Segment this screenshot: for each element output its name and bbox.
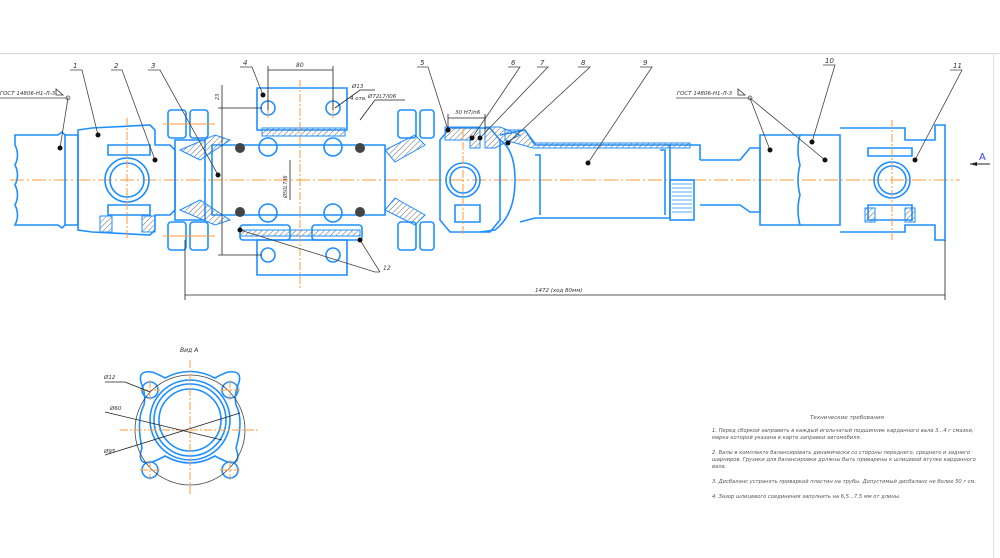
middle-flange bbox=[397, 109, 435, 251]
callout-6: 6 bbox=[511, 59, 516, 67]
weld-triangle-icon bbox=[55, 88, 65, 96]
right-yoke-hatch bbox=[864, 207, 916, 223]
callout-11: 11 bbox=[953, 62, 962, 70]
callout-7: 7 bbox=[540, 59, 545, 67]
weld-marker bbox=[65, 95, 71, 101]
technical-requirement-item: 4. Зазор шлицевого соединения заполнить … bbox=[712, 494, 901, 500]
callout-9: 9 bbox=[643, 59, 648, 67]
dimension-lines bbox=[184, 66, 946, 300]
left-yoke-hatch bbox=[99, 215, 156, 233]
intermediate-support bbox=[211, 87, 386, 276]
weld-annotation-right: ГОСТ 14806-Н1-Л-3 bbox=[677, 91, 733, 97]
technical-requirement-item: 1. Перед сборкой заправить в каждый игол… bbox=[712, 428, 974, 441]
weld-annotation-left: ГОСТ 14806-Н1-Л-3 bbox=[0, 91, 56, 97]
dim-seal-fit: 30 H7/n6 bbox=[455, 110, 481, 116]
support-hatch bbox=[178, 127, 426, 237]
leader-lines bbox=[0, 64, 963, 273]
weld-marker bbox=[747, 95, 753, 101]
section-arrowhead-icon bbox=[970, 162, 977, 166]
right-tube bbox=[700, 124, 946, 241]
view-a-dim-inner: Ø60 bbox=[109, 405, 122, 412]
technical-requirements: Технические требования 1. Перед сборкой … bbox=[712, 415, 982, 509]
view-a-title: Вид А bbox=[180, 347, 198, 354]
section-label-a: A bbox=[979, 152, 986, 163]
dim-bracket-spacing: 80 bbox=[296, 62, 304, 69]
weld-triangle-icon bbox=[737, 88, 747, 96]
callout-10: 10 bbox=[825, 57, 834, 65]
spline-teeth bbox=[672, 183, 692, 213]
dim-bracket-height: 23 bbox=[215, 94, 221, 100]
dim-overall-length: 1472 (ход 80мм) bbox=[535, 288, 583, 294]
callout-3: 3 bbox=[151, 62, 155, 70]
splined-sleeve-hatch bbox=[504, 129, 691, 149]
callout-8: 8 bbox=[581, 59, 586, 67]
callout-5: 5 bbox=[420, 59, 425, 67]
sheet-frame-right bbox=[993, 53, 994, 558]
technical-requirement-item: 3. Дисбаланс устранять приваркой пластин… bbox=[712, 479, 977, 485]
technical-requirement-item: 2. Валы в комплекте балансировать динами… bbox=[712, 450, 976, 470]
view-a-centerlines bbox=[120, 360, 260, 495]
sheet-frame-top bbox=[0, 53, 1000, 54]
callout-2: 2 bbox=[114, 62, 119, 70]
callout-4: 4 bbox=[243, 59, 247, 67]
dim-bolt-hole-count: 4 отв. bbox=[350, 96, 367, 102]
view-a-dim-bolt-circle: Ø95 bbox=[103, 448, 116, 455]
callout-1: 1 bbox=[73, 62, 77, 70]
dim-bearing-fit: Ø72L7/l06 bbox=[367, 93, 397, 100]
technical-requirements-title: Технические требования bbox=[809, 415, 885, 421]
dim-shaft-fit: Ø50L7/l6 bbox=[282, 175, 289, 199]
seal-rings bbox=[235, 143, 365, 217]
view-a-dim-leaders bbox=[104, 381, 241, 456]
view-a-dim-hole: Ø12 bbox=[103, 374, 116, 381]
callout-12: 12 bbox=[383, 265, 391, 272]
dim-bolt-hole: Ø13 bbox=[351, 83, 364, 90]
